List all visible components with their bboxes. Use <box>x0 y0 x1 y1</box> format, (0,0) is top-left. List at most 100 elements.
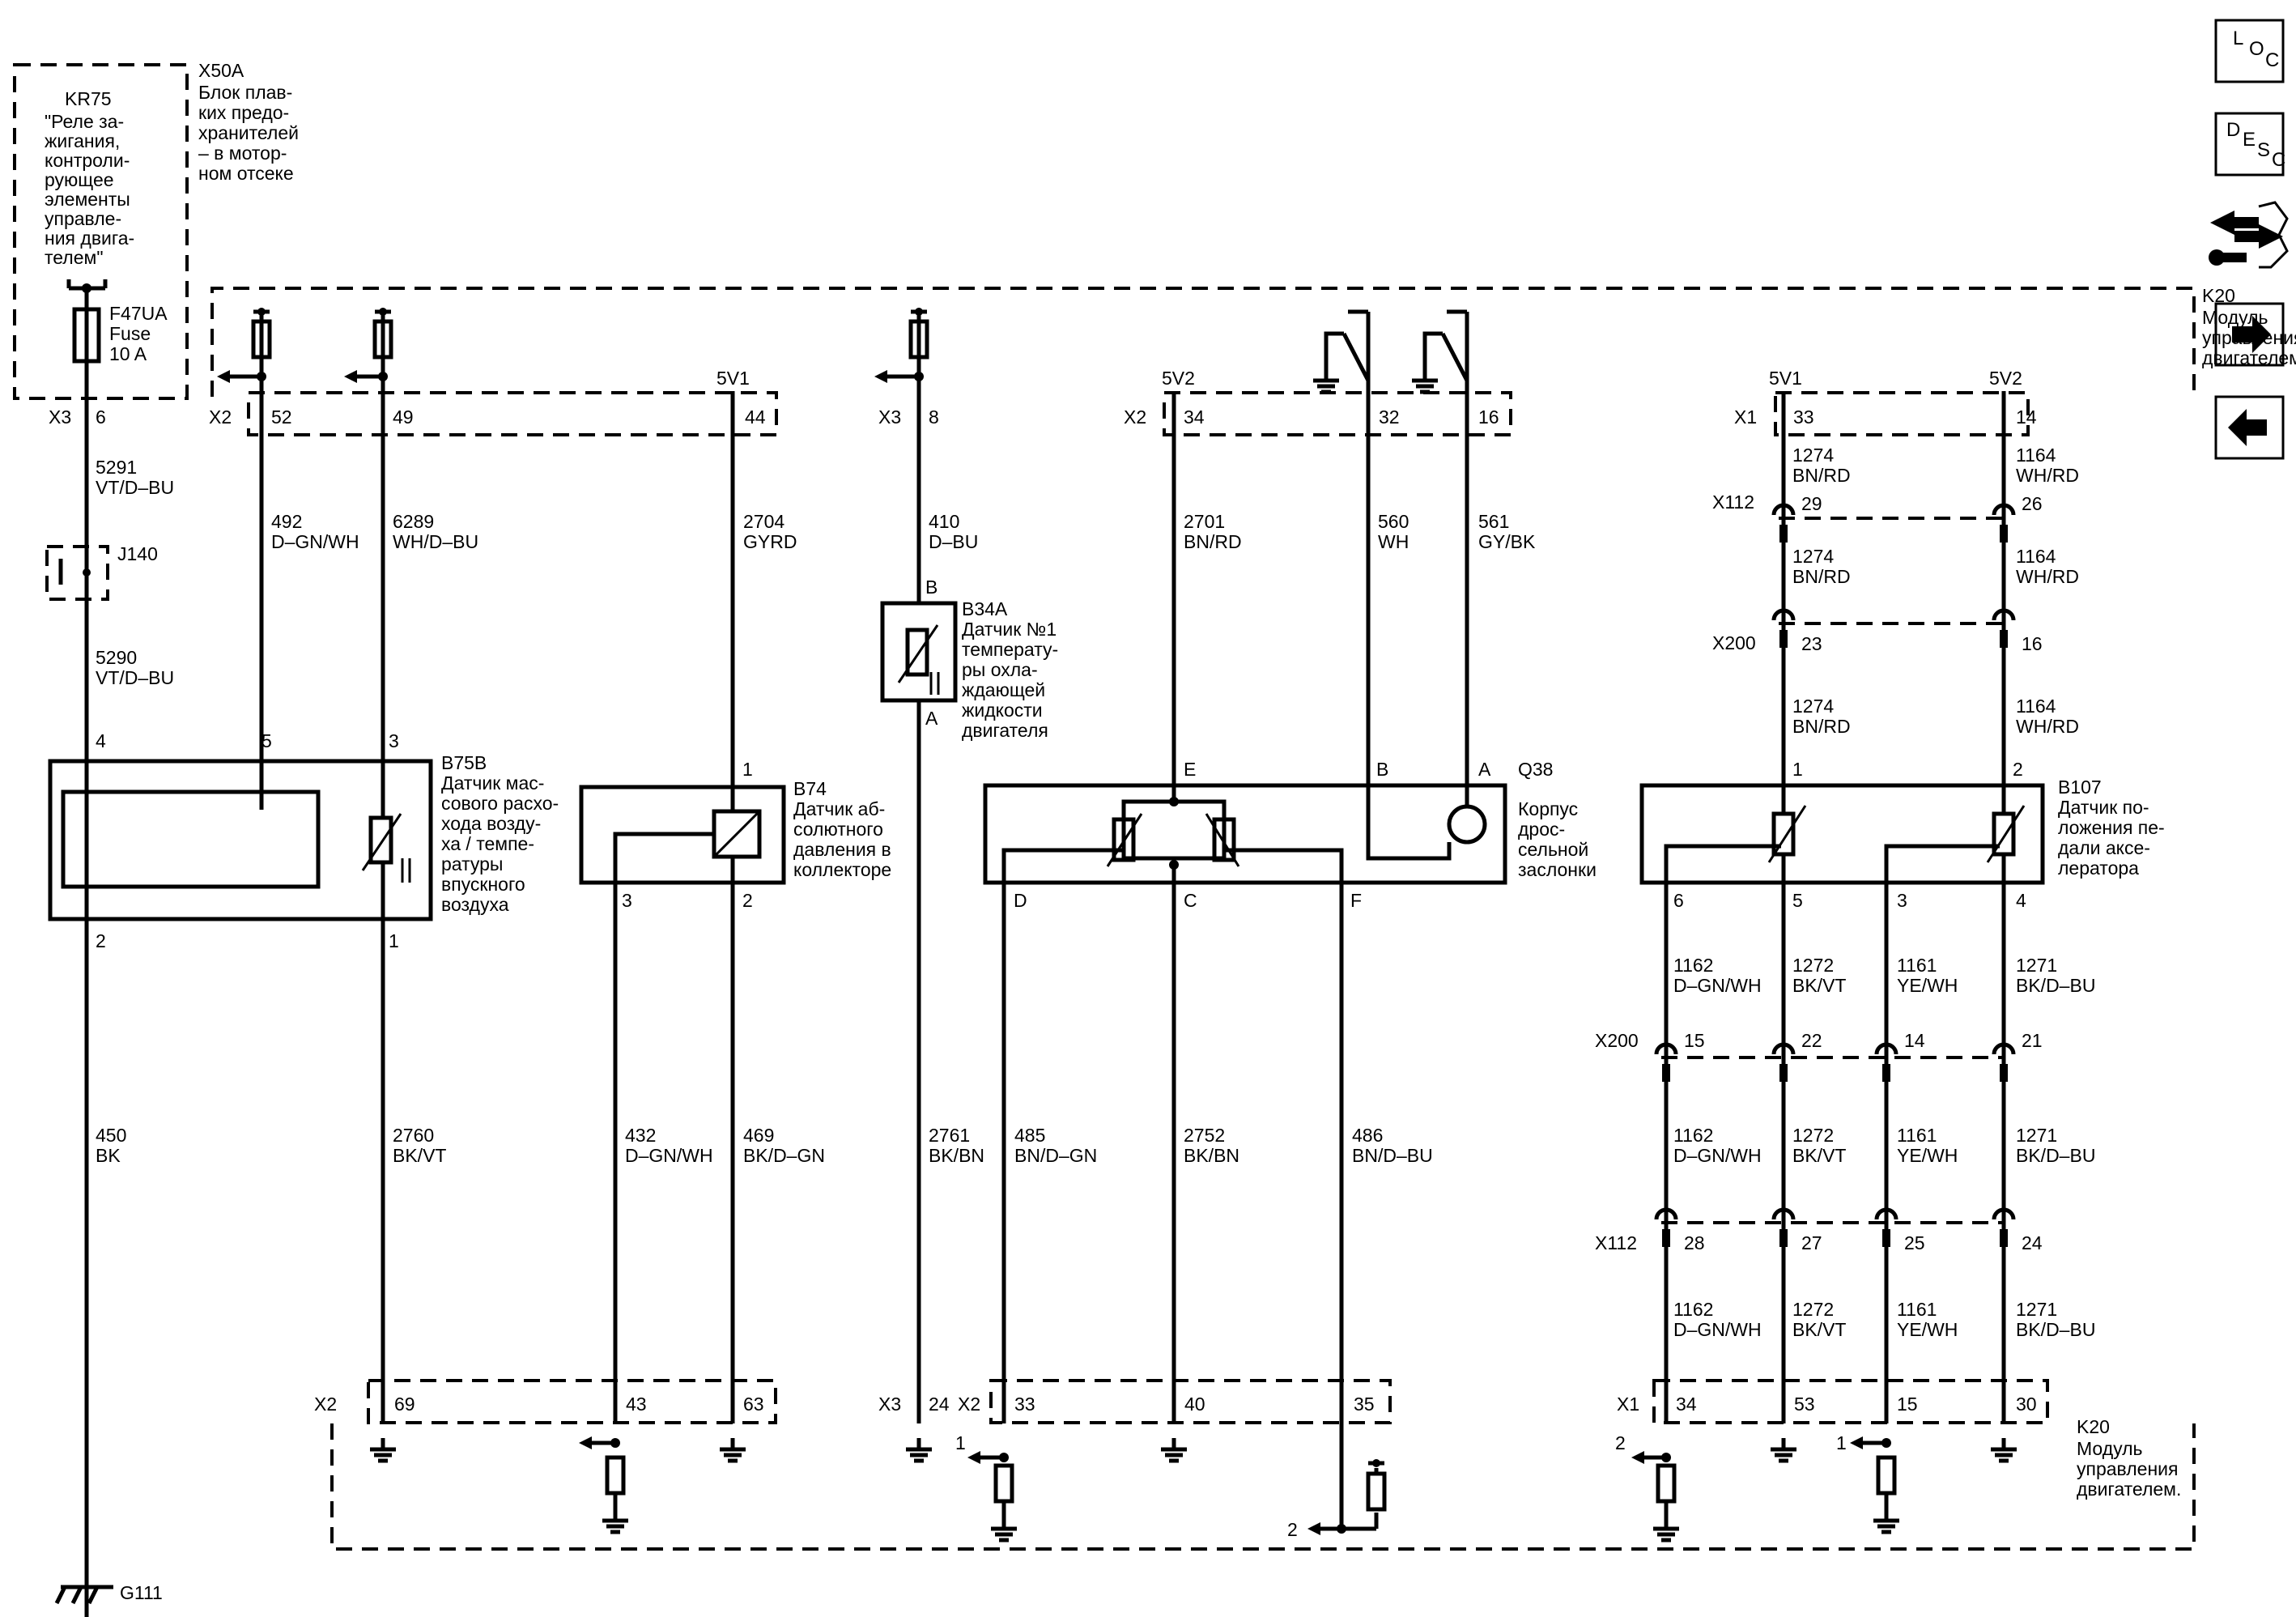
wire-label-w1161-id: 1161 <box>1897 955 1937 976</box>
b34a-desc-line-1: температу- <box>962 639 1058 660</box>
wire-1274-color-0: BN/RD <box>1792 465 1851 486</box>
pu-410-rail-dot <box>915 308 923 316</box>
b107-desc-line-0: Датчик по- <box>2058 797 2149 818</box>
top-pin-1: 52 <box>271 406 292 428</box>
wire-w1162-id-b: 1162 <box>1673 1125 1713 1146</box>
bottom-pin-5: 40 <box>1184 1394 1205 1415</box>
b107-pin-3: 5 <box>1792 890 1803 911</box>
x200-mid-pin-0: 15 <box>1684 1030 1705 1051</box>
arrow-410-head <box>874 370 887 383</box>
q38-pin-2: A <box>1478 759 1491 780</box>
term-mid-2-pin <box>1882 1064 1890 1082</box>
wire-label-w5290-color: VT/D–BU <box>96 667 174 688</box>
term-mid-4-pin <box>1662 1229 1670 1247</box>
wire-label-w2701-id: 2701 <box>1184 511 1225 532</box>
kr75-desc-line-2: контроли- <box>45 150 130 171</box>
kr75-desc-line-3: рующее <box>45 169 114 190</box>
bottom-pin-8: 53 <box>1794 1394 1815 1415</box>
bottom-pin-3: 24 <box>929 1394 950 1415</box>
wire-label-w492-id: 492 <box>271 511 302 532</box>
bottom-pin-9: 15 <box>1897 1394 1918 1415</box>
b75b-desc-line-0: Датчик мас- <box>441 772 544 794</box>
q38-tps1 <box>1112 817 1136 862</box>
b34a-id: B34A <box>962 598 1008 619</box>
wire-label-w432-id: 432 <box>625 1125 656 1146</box>
k20-top-desc-line-1: управления <box>2202 327 2296 348</box>
connector-tool-icon[interactable] <box>2209 201 2289 269</box>
arrow-15-head <box>1850 1436 1863 1449</box>
term-top-3-pin <box>2000 630 2008 648</box>
wire-label-w1272-color: BK/VT <box>1792 975 1846 996</box>
loc-button[interactable] <box>2214 19 2285 83</box>
term-top-3-cup <box>1992 608 2016 621</box>
desc-button[interactable] <box>2214 112 2285 177</box>
g111-h1 <box>54 1585 67 1605</box>
q38-pin-5: F <box>1350 890 1362 911</box>
b75b-desc-line-2: хода возду- <box>441 813 541 834</box>
b107-pin-0: 1 <box>1792 759 1803 780</box>
b34a-pin-1: A <box>925 708 938 729</box>
wire-w1272-color-c: BK/VT <box>1792 1319 1846 1340</box>
fuse-label-line-0: F47UA <box>109 303 168 324</box>
top-pin-7: 16 <box>1478 406 1499 428</box>
b74-pin-0: 1 <box>742 759 753 780</box>
b75b-pin-4: 1 <box>389 930 399 951</box>
b34a-desc-line-4: жидкости <box>962 700 1043 721</box>
bottom-pin-7: 34 <box>1676 1394 1697 1415</box>
loc-o: O <box>2249 38 2264 60</box>
pu-486-rail-dot <box>1372 1459 1380 1467</box>
kr75-desc-line-0: "Реле за- <box>45 111 124 132</box>
x1-bottom-band <box>1652 1379 2049 1424</box>
wire-label-w6289-color: WH/D–BU <box>393 531 478 552</box>
wire-1274-id-2: 1274 <box>1792 696 1834 717</box>
wire-label-w561-color: GY/BK <box>1478 531 1536 552</box>
wire-label-w450-id: 450 <box>96 1125 126 1146</box>
term-mid-6-pin <box>1882 1229 1890 1247</box>
x50a-desc-line-1: ких предо- <box>198 102 289 123</box>
wire-label-w2701-color: BN/RD <box>1184 531 1242 552</box>
wire-560 <box>1366 312 1452 861</box>
wire-w1272-id-b: 1272 <box>1792 1125 1834 1146</box>
wire-432 <box>613 832 712 1423</box>
q38-body <box>983 783 1507 885</box>
wire-label-w560-id: 560 <box>1378 511 1409 532</box>
top-pin-0: 6 <box>96 406 106 428</box>
arrow-486-head <box>1307 1522 1320 1535</box>
arrow-left-icon <box>2228 409 2267 446</box>
term-top-1-pin <box>2000 525 2008 543</box>
desc-d: D <box>2226 119 2240 141</box>
sw561-leg <box>1422 331 1443 372</box>
b75b-pin-0: 4 <box>96 730 106 751</box>
b74-desc-line-1: солютного <box>793 819 883 840</box>
wire-w1161-id-c: 1161 <box>1897 1299 1937 1320</box>
b107-desc-line-1: ложения пе- <box>2058 817 2165 838</box>
wire-w1161-id-b: 1161 <box>1897 1125 1937 1146</box>
kr75-desc-line-1: жигания, <box>45 130 120 151</box>
bottom-pin-1: 43 <box>626 1394 647 1415</box>
x2b-top-band <box>1163 391 1512 436</box>
g111-label: G111 <box>120 1582 163 1603</box>
top-pin-6: 32 <box>1379 406 1400 428</box>
term-top-2-pin <box>1779 630 1788 648</box>
b75b-pin-1: 5 <box>261 730 272 751</box>
j140-dot <box>83 568 91 577</box>
bottom-pin-0: 69 <box>394 1394 415 1415</box>
kr75-desc-line-5: управле- <box>45 208 121 229</box>
loc-c: C <box>2265 49 2279 71</box>
k20-bot-id: K20 <box>2077 1416 2110 1437</box>
x50a-id: X50A <box>198 60 244 81</box>
kr75-desc-line-7: телем" <box>45 247 104 268</box>
term-mid-0-pin <box>1662 1064 1670 1082</box>
wire-label-w1271-id: 1271 <box>2016 955 2057 976</box>
term-mid-0-cup <box>1654 1042 1678 1055</box>
term-top-1-cup <box>1992 503 2016 516</box>
b34a-desc-line-3: ждающей <box>962 679 1045 700</box>
term-mid-5-cup <box>1771 1207 1796 1220</box>
wire-w1162-color-b: D–GN/WH <box>1673 1145 1762 1166</box>
g111-h3 <box>87 1585 100 1605</box>
pu-6289-rail-dot <box>379 308 387 316</box>
b75b-desc-line-1: сового расхо- <box>441 793 559 814</box>
x200-mid-pin-3: 21 <box>2022 1030 2043 1051</box>
top-pin-8: 33 <box>1793 406 1814 428</box>
wire-w1271-id-c: 1271 <box>2016 1299 2057 1320</box>
